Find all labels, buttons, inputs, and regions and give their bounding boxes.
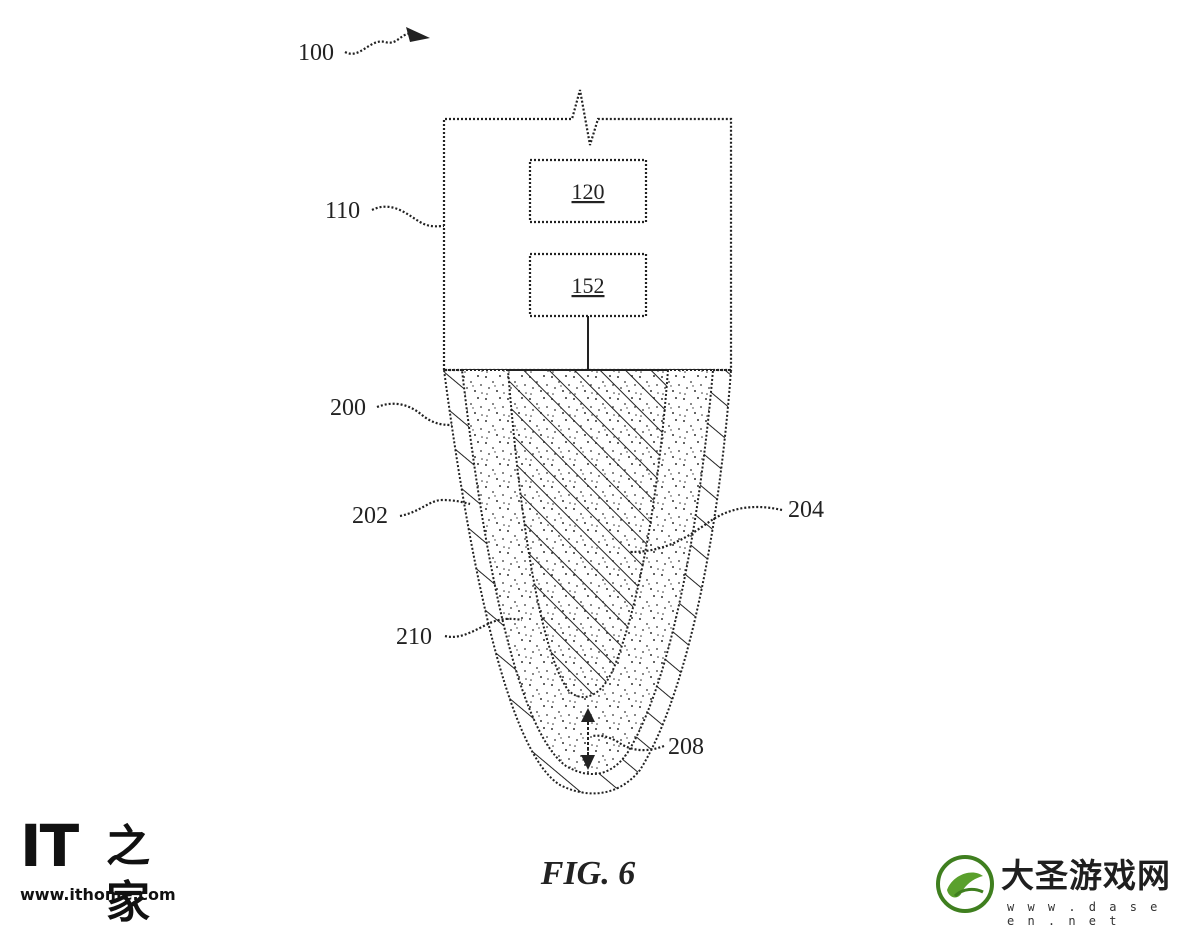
arrowhead-100 <box>406 27 430 42</box>
ithome-watermark: IT 之家 www.ithome.com <box>20 812 190 928</box>
label-110: 110 <box>325 198 360 224</box>
label-210: 210 <box>396 624 432 650</box>
label-200: 200 <box>330 395 366 421</box>
daseen-url: w w w . d a s e e n . n e t <box>1007 900 1161 928</box>
label-152: 152 <box>572 273 605 298</box>
tip-core-204 <box>506 369 670 699</box>
leader-208 <box>591 734 665 752</box>
box-120 <box>528 158 648 224</box>
leader-200 <box>376 402 453 427</box>
label-120: 120 <box>572 179 605 204</box>
leader-100 <box>344 31 416 55</box>
daseen-brand: 大圣游戏网 <box>1001 856 1171 895</box>
figure-caption: FIG. 6 <box>540 855 635 892</box>
label-202: 202 <box>352 503 388 529</box>
ithome-logo-it: IT <box>20 812 79 880</box>
ithome-url: www.ithome.com <box>20 885 176 904</box>
gap-arrow-down <box>581 755 595 770</box>
daseen-watermark: 大圣游戏网 w w w . d a s e e n . n e t <box>935 850 1180 928</box>
ithome-logo-cn: 之家 <box>106 821 150 928</box>
leader-110 <box>371 205 445 228</box>
label-208: 208 <box>668 734 704 760</box>
label-100: 100 <box>298 40 334 66</box>
leader-204 <box>629 505 783 554</box>
housing-110-outline <box>442 89 733 372</box>
leader-202 <box>399 498 471 518</box>
gap-arrow-up <box>581 708 595 722</box>
label-204: 204 <box>788 497 824 523</box>
leader-210 <box>444 617 523 638</box>
daseen-logo-icon <box>936 855 994 913</box>
